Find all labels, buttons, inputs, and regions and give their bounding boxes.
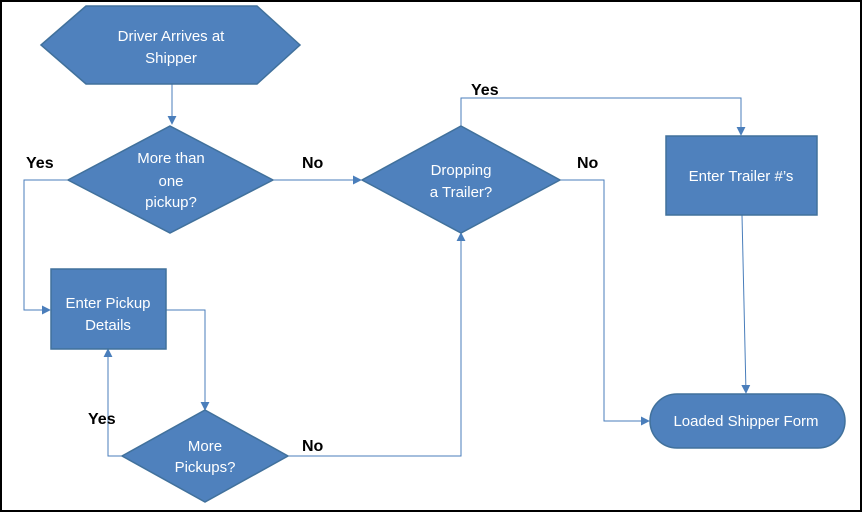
- edge-enter-pickup-to-more-pickups: [166, 309, 210, 411]
- loaded-form-label: Loaded Shipper Form: [673, 413, 818, 430]
- start-label-line-2: Shipper: [145, 50, 197, 67]
- more-pickups-label-line-1: More: [188, 438, 222, 455]
- dropping-trailer-label-line-2: a Trailer?: [430, 184, 493, 201]
- node-loaded-shipper-form: Loaded Shipper Form: [649, 393, 846, 449]
- enter-pickup-label-line-1: Enter Pickup: [65, 295, 150, 312]
- enter-trailer-label: Enter Trailer #’s: [689, 168, 794, 185]
- edge-dropping-trailer-no-to-loaded-form: [560, 179, 650, 426]
- enter-pickup-rect: [50, 268, 167, 350]
- start-hexagon: [39, 5, 302, 85]
- dropping-trailer-diamond: [360, 125, 562, 234]
- edge-label-more-pickups-no: No: [302, 438, 324, 455]
- node-dropping-trailer: Dropping a Trailer?: [360, 125, 562, 234]
- edge-enter-trailer-to-loaded-form: [741, 214, 751, 394]
- enter-pickup-label-line-2: Details: [85, 317, 131, 334]
- edge-label-more-than-one-yes: Yes: [26, 155, 54, 172]
- more-than-one-label-line-2: one: [158, 173, 183, 190]
- edge-label-more-than-one-no: No: [302, 155, 324, 172]
- more-pickups-label-line-2: Pickups?: [175, 459, 236, 476]
- start-label-line-1: Driver Arrives at: [118, 28, 226, 45]
- edge-label-dropping-trailer-yes: Yes: [471, 82, 499, 99]
- more-than-one-diamond: [66, 125, 275, 234]
- edge-label-more-pickups-yes: Yes: [88, 411, 116, 428]
- edge-more-pickups-yes-to-enter-pickup: [103, 348, 122, 457]
- dropping-trailer-label-line-1: Dropping: [431, 162, 492, 179]
- edge-more-than-one-yes-to-enter-pickup: [23, 179, 68, 315]
- edge-more-pickups-no-to-dropping-trailer: [288, 232, 466, 457]
- node-more-pickups: More Pickups?: [120, 409, 290, 503]
- more-pickups-diamond: [120, 409, 290, 503]
- edges-group: [23, 84, 751, 457]
- edge-dropping-trailer-yes-to-enter-trailer: [460, 97, 746, 136]
- edge-labels-group: Yes No Yes No Yes No: [26, 82, 599, 455]
- loaded-form-rounded-rect: [649, 393, 846, 449]
- enter-trailer-rect: [665, 135, 818, 216]
- edge-label-dropping-trailer-no: No: [577, 155, 599, 172]
- node-more-than-one-pickup: More than one pickup?: [66, 125, 275, 234]
- node-start: Driver Arrives at Shipper: [39, 5, 302, 85]
- more-than-one-label-line-1: More than: [137, 150, 205, 167]
- node-enter-pickup-details: Enter Pickup Details: [50, 268, 167, 350]
- more-than-one-label-line-3: pickup?: [145, 194, 197, 211]
- node-enter-trailer-numbers: Enter Trailer #’s: [665, 135, 818, 216]
